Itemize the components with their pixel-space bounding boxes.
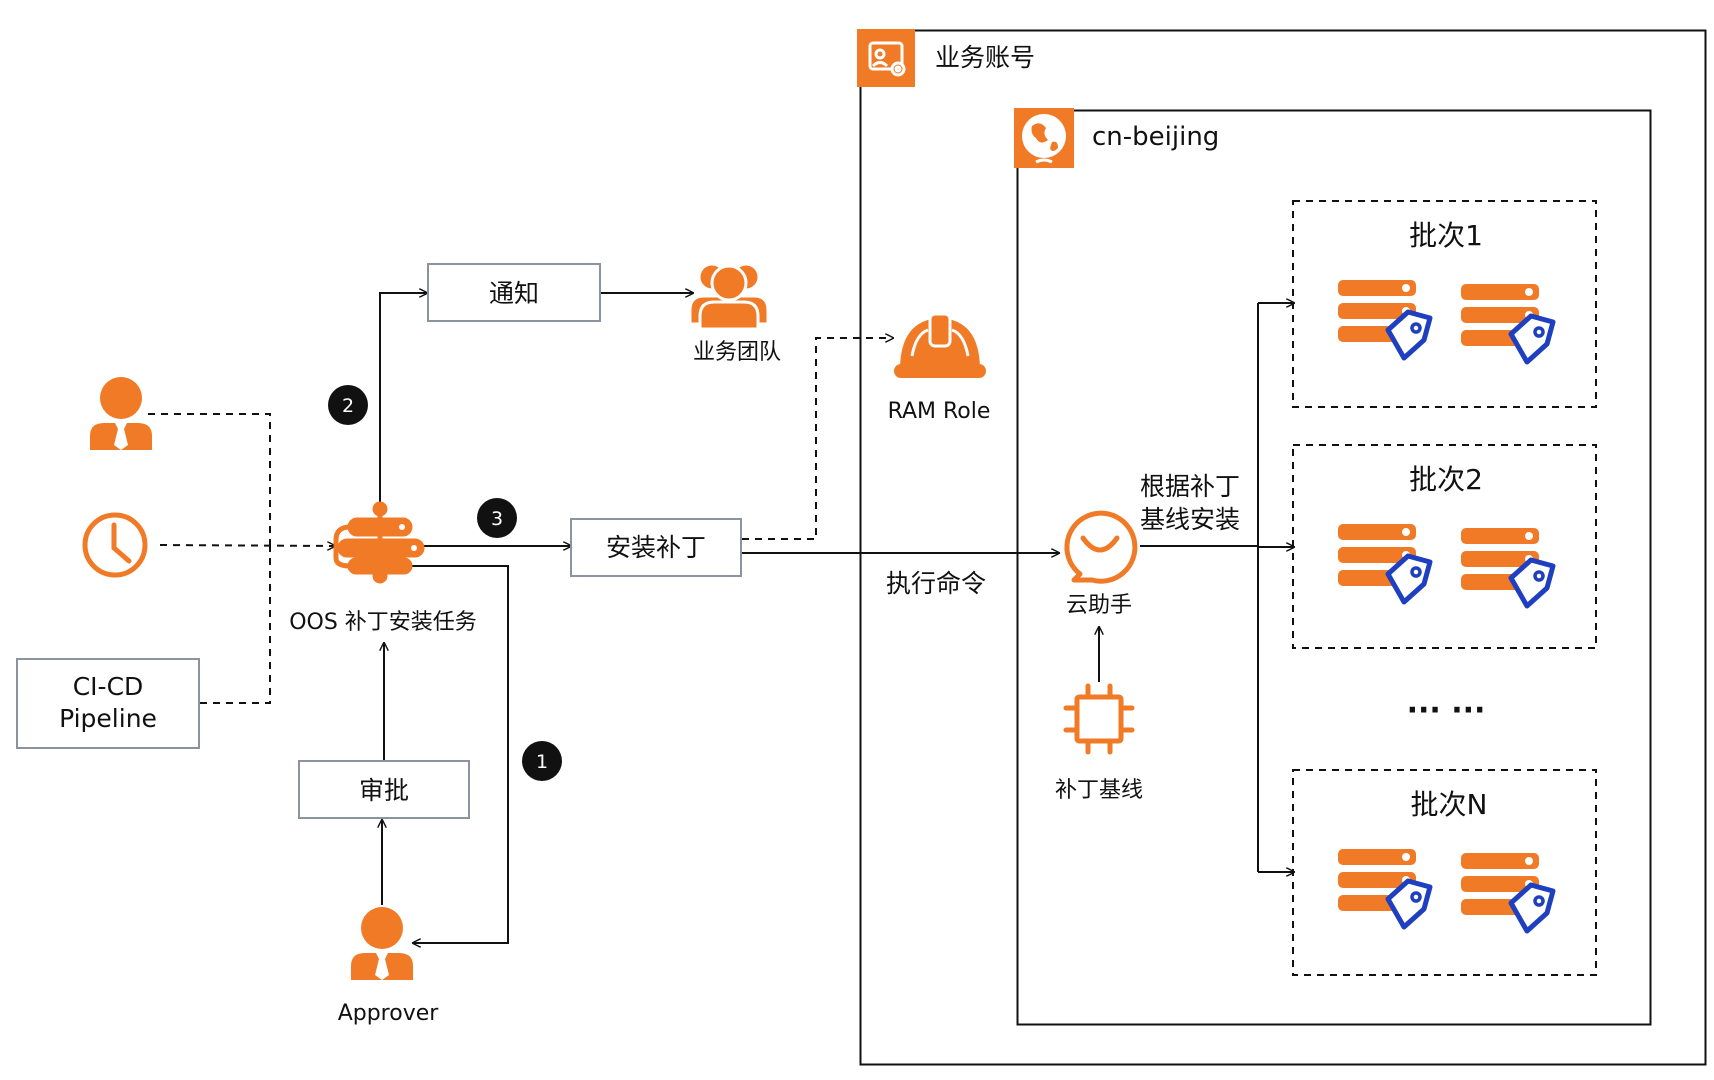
step-2-number: 2: [342, 395, 354, 417]
trigger-schedule-connector: [159, 545, 335, 546]
oos-to-notify-connector: [379, 293, 427, 502]
approver-person-icon: [351, 907, 413, 980]
notify-box: 通知: [427, 263, 601, 322]
approve-label: 审批: [359, 776, 409, 805]
cicd-pipeline: CI-CD Pipeline: [16, 658, 200, 749]
step-marker-3: 3: [477, 498, 517, 538]
server-icon: [1338, 524, 1430, 602]
batch-title: 批次2: [1409, 463, 1483, 496]
step-1-number: 1: [536, 751, 548, 773]
trigger-cicd-connector: [200, 545, 271, 704]
install-label: 安装补丁: [606, 533, 706, 562]
server-icon: [1461, 528, 1553, 606]
approver-label: Approver: [338, 1001, 440, 1026]
batch-title: 批次N: [1411, 788, 1488, 821]
exec-command-label: 执行命令: [886, 569, 986, 598]
server-icon: [1461, 284, 1553, 362]
step-marker-2: 2: [328, 385, 368, 425]
clock-icon: [82, 512, 148, 578]
batch-n: 批次N: [1292, 769, 1597, 976]
approve-box: 审批: [298, 760, 470, 819]
oos-label: OOS 补丁安装任务: [289, 610, 477, 635]
batch-2: 批次2: [1292, 444, 1597, 649]
install-to-ram-connector: [742, 338, 893, 540]
server-icon: [1338, 849, 1430, 927]
person-icon: [90, 377, 152, 450]
region-title: cn-beijing: [1092, 122, 1219, 152]
patch-baseline: 补丁基线: [1055, 683, 1143, 803]
assistant-smile-icon: [1064, 510, 1138, 584]
server-icon: [1338, 280, 1430, 358]
notify-label: 通知: [489, 279, 539, 308]
ram-role: RAM Role: [888, 312, 991, 424]
account-title: 业务账号: [935, 43, 1035, 72]
assistant-label: 云助手: [1066, 593, 1132, 618]
schedule-trigger: [82, 512, 148, 578]
install-by-baseline-line1: 根据补丁: [1140, 472, 1240, 501]
batch-title: 批次1: [1409, 219, 1483, 252]
step-3-number: 3: [491, 508, 503, 530]
globe-icon: [1022, 114, 1066, 164]
connectors: [148, 293, 1294, 943]
batch-1: 批次1: [1292, 200, 1597, 408]
team-label: 业务团队: [693, 340, 781, 365]
account-icon: [868, 41, 906, 77]
chip-icon: [1063, 683, 1135, 755]
cicd-line1: CI-CD: [73, 672, 144, 701]
step-marker-1: 1: [522, 741, 562, 781]
cicd-line2: Pipeline: [59, 704, 157, 733]
oos-workflow-icon: [333, 501, 425, 584]
region-frame: cn-beijing: [1014, 108, 1652, 1026]
hard-hat-icon: [894, 312, 986, 378]
ram-role-label: RAM Role: [888, 399, 991, 424]
install-by-baseline-line2: 基线安装: [1140, 505, 1240, 534]
business-team: 业务团队: [688, 262, 781, 365]
team-icon: [688, 262, 770, 331]
oos-to-approver-connector: [410, 565, 509, 943]
trigger-user-connector: [148, 413, 271, 545]
approver: Approver: [338, 907, 440, 1026]
cloud-assistant: 云助手: [1064, 510, 1138, 618]
oos-task: OOS 补丁安装任务: [289, 501, 477, 635]
server-icon: [1461, 853, 1553, 931]
install-patch-box: 安装补丁: [570, 518, 742, 577]
baseline-label: 补丁基线: [1055, 778, 1143, 803]
business-account-frame: 业务账号: [857, 29, 1707, 1066]
user-trigger: [90, 377, 152, 450]
batch-ellipsis: ··· ···: [1407, 693, 1486, 728]
